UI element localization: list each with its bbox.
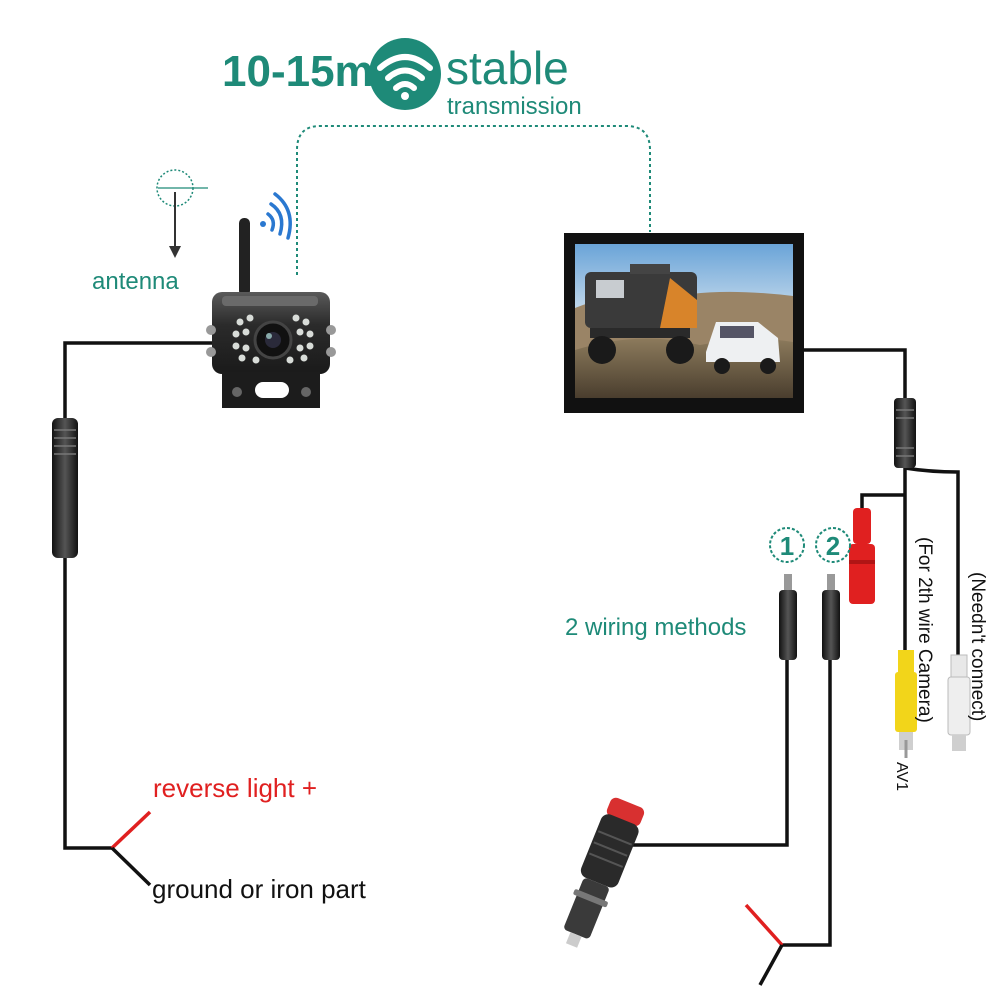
cigarette-lighter-plug [564,797,645,948]
ground-wire [110,846,152,887]
transmission-text: transmission [447,93,582,120]
reverse-light-wire [110,810,152,850]
antenna-marker-icon [156,169,208,258]
method-1-badge: 1 [769,527,805,563]
camera-cable [52,341,212,887]
camera [206,192,336,408]
range-text: 10-15m [222,47,374,96]
barrel-plug-2 [822,574,840,660]
ir-leds [232,314,314,364]
wiring-methods-label: 2 wiring methods [565,614,746,641]
wifi-icon [377,54,433,91]
red-dc-connector [849,508,875,604]
method-2-black-wire [758,944,784,986]
wireless-link [296,125,651,275]
method-2-number: 2 [826,531,840,561]
white-rca-plug [947,654,971,751]
antenna-label: antenna [92,268,179,295]
wifi-badge [369,38,441,110]
yellow-rca-plug [895,650,917,758]
neednt-connect-label: (Needn't connect) [967,572,988,721]
for-2th-label: (For 2th wire Camera) [914,537,935,723]
monitor-inline-connector [894,398,916,468]
method-1-number: 1 [780,531,794,561]
monitor-cable [630,348,960,947]
reverse-light-label: reverse light + [153,773,317,803]
av1-label: AV1 [893,762,910,791]
method-2-badge: 2 [815,527,851,563]
ground-label: ground or iron part [152,874,367,904]
monitor [564,233,804,413]
barrel-plug-1 [779,574,797,660]
header: 10-15m stable transmission [222,38,582,120]
method-2-red-wire [744,903,784,947]
signal-icon [260,192,292,240]
stable-text: stable [446,42,569,94]
